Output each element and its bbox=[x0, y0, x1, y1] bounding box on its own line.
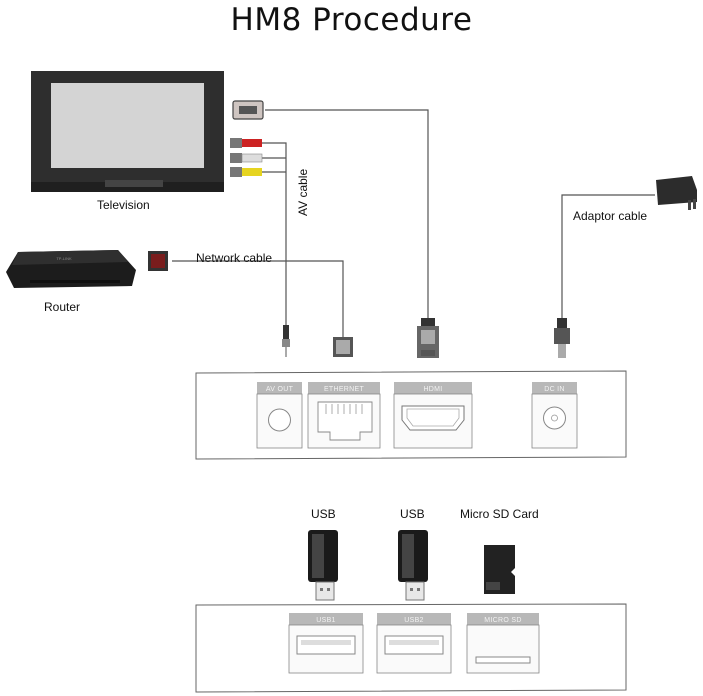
port-label-micro-sd: MICRO SD bbox=[484, 617, 521, 624]
port-label-usb1: USB1 bbox=[316, 617, 336, 624]
micro-sd-card bbox=[484, 545, 515, 594]
television-label: Television bbox=[97, 198, 150, 212]
network-cable-label: Network cable bbox=[196, 251, 273, 265]
hdmi-plug-box bbox=[417, 318, 439, 358]
port-label-hdmi: HDMI bbox=[423, 386, 442, 393]
port-label-av-out: AV OUT bbox=[266, 386, 294, 393]
power-adaptor bbox=[656, 176, 697, 210]
av-plug-jack bbox=[282, 325, 290, 357]
router: TP-LINK bbox=[6, 250, 136, 288]
av-cable-label: AV cable bbox=[296, 168, 310, 216]
port-label-usb2: USB2 bbox=[404, 617, 424, 624]
hdmi-cable-wire bbox=[265, 109, 429, 318]
front-panel: USB1 USB2 MICRO SD bbox=[195, 603, 627, 693]
usb-stick-1 bbox=[308, 530, 338, 601]
hdmi-plug-tv bbox=[232, 100, 264, 120]
usb-2-label: USB bbox=[400, 507, 425, 521]
television bbox=[31, 71, 224, 192]
micro-sd-label: Micro SD Card bbox=[460, 507, 539, 521]
rca-plugs-tv bbox=[230, 138, 263, 177]
usb-1-label: USB bbox=[311, 507, 336, 521]
page-title: HM8 Procedure bbox=[230, 2, 473, 38]
cable-wires bbox=[172, 109, 655, 337]
network-cable-wire bbox=[172, 260, 344, 337]
port-label-dc-in: DC IN bbox=[544, 386, 565, 393]
av-cable-wire bbox=[262, 142, 287, 325]
back-panel: AV OUT ETHERNET HDMI DC IN bbox=[195, 370, 627, 460]
dc-plug bbox=[554, 318, 570, 358]
ethernet-plug-router bbox=[148, 251, 168, 271]
router-label: Router bbox=[44, 300, 81, 314]
router-brand-text: TP-LINK bbox=[56, 256, 72, 261]
adaptor-cable-wire bbox=[561, 194, 655, 318]
usb-stick-2 bbox=[398, 530, 428, 601]
adaptor-cable-label: Adaptor cable bbox=[573, 209, 648, 223]
ethernet-plug-box bbox=[333, 337, 353, 357]
port-label-ethernet: ETHERNET bbox=[324, 386, 365, 393]
